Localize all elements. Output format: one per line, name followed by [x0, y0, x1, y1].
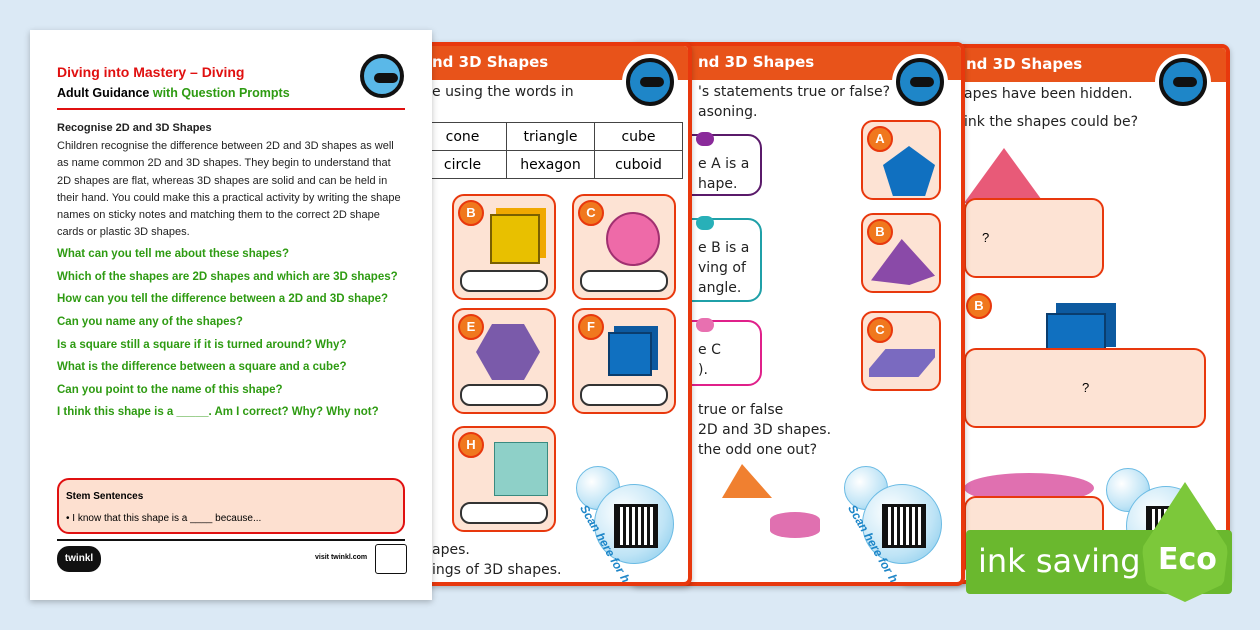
card-label: C	[867, 317, 893, 343]
answer-box[interactable]	[460, 384, 548, 406]
hidden-shape-card: ?	[964, 198, 1104, 278]
word-cell: cuboid	[594, 150, 683, 179]
word-cell: triangle	[506, 122, 595, 151]
prompt: Is a square still a square if it is turn…	[57, 339, 347, 351]
eco-badge-text: Eco	[1158, 542, 1217, 577]
question-line: ings of 3D shapes.	[432, 562, 562, 578]
speaker-dot	[696, 318, 714, 332]
header-title: nd 3D Shapes	[966, 55, 1083, 73]
stem-title: Stem Sentences	[66, 491, 144, 502]
cylinder-icon	[770, 512, 820, 538]
prompt: What can you tell me about these shapes?	[57, 248, 289, 260]
word-cell: hexagon	[506, 150, 595, 179]
header-title: nd 3D Shapes	[432, 53, 549, 71]
card-label: F	[578, 314, 604, 340]
statement-text: e A is a	[698, 156, 750, 172]
pyramid-icon	[871, 239, 935, 285]
question-mark: ?	[1082, 380, 1090, 395]
prompt: Can you point to the name of this shape?	[57, 384, 283, 396]
adult-guidance-sheet: Diving into Mastery – Diving Adult Guida…	[30, 30, 432, 600]
card-label: B	[458, 200, 484, 226]
shape-card-c: C	[572, 194, 676, 300]
submarine-badge-icon	[896, 58, 944, 106]
shape-card-a: A	[861, 120, 941, 200]
hidden-shape-card: ?	[964, 348, 1206, 428]
prompt: Can you name any of the shapes?	[57, 316, 243, 328]
submarine-badge-icon	[626, 58, 674, 106]
question-line: 's statements true or false?	[698, 84, 891, 100]
twinkl-logo: twinkl	[57, 546, 101, 572]
subtitle-part: Adult Guidance	[57, 86, 150, 100]
triangle-shape-icon	[964, 148, 1044, 203]
qr-code-icon[interactable]	[614, 504, 658, 548]
flat-prism-icon	[869, 349, 935, 377]
question-line: e using the words in	[432, 84, 574, 100]
card-label: H	[458, 432, 484, 458]
shape-card-b: B	[861, 213, 941, 293]
question-line: the odd one out?	[698, 442, 818, 458]
question-line: asoning.	[698, 104, 758, 120]
word-cell: cube	[594, 122, 683, 151]
pentagon-icon	[883, 146, 935, 196]
ink-saving-text: ink saving	[978, 542, 1141, 580]
guidance-title: Diving into Mastery – Diving	[57, 64, 245, 80]
cube-icon	[608, 332, 652, 376]
guidance-subtitle: Adult Guidance with Question Prompts	[57, 86, 290, 100]
approved-stamp-icon	[375, 544, 407, 574]
answer-box[interactable]	[460, 502, 548, 524]
statement-text: angle.	[698, 280, 742, 296]
question-mark: ?	[982, 230, 990, 245]
question-line: ink the shapes could be?	[964, 114, 1139, 130]
guidance-body: Children recognise the difference betwee…	[57, 140, 401, 239]
card-label: E	[458, 314, 484, 340]
card-label: C	[578, 200, 604, 226]
footer-link[interactable]: visit twinkl.com	[315, 554, 368, 561]
statement-text: e C	[698, 342, 721, 358]
answer-box[interactable]	[580, 270, 668, 292]
subtitle-part: with Question Prompts	[152, 86, 290, 100]
label-b: B	[966, 293, 992, 319]
circle-icon	[606, 212, 660, 266]
submarine-badge-icon	[360, 54, 404, 98]
qr-code-icon[interactable]	[882, 504, 926, 548]
speaker-dot	[696, 132, 714, 146]
title-divider	[57, 108, 405, 110]
square-icon	[494, 442, 548, 496]
stem-item: • I know that this shape is a ____ becau…	[66, 513, 262, 524]
stem-text: I know that this shape is a ____ because…	[72, 513, 262, 524]
card-label: B	[867, 219, 893, 245]
statement-text: hape.	[698, 176, 738, 192]
cube-icon	[490, 214, 540, 264]
shape-card-b: B	[452, 194, 556, 300]
word-cell: circle	[418, 150, 507, 179]
statement-text: ).	[698, 362, 708, 378]
shape-card-c: C	[861, 311, 941, 391]
hexagon-icon	[476, 324, 540, 380]
statement-text: ving of	[698, 260, 746, 276]
answer-box[interactable]	[580, 384, 668, 406]
footer-divider	[57, 539, 405, 541]
submarine-badge-icon	[1159, 58, 1207, 106]
question-line: true or false	[698, 402, 784, 418]
triangle-icon	[722, 464, 772, 498]
section-title: Recognise 2D and 3D Shapes	[57, 122, 212, 134]
question-line: apes.	[432, 542, 470, 558]
question-line: 2D and 3D shapes.	[698, 422, 832, 438]
shape-card-e: E	[452, 308, 556, 414]
question-line: apes have been hidden.	[964, 86, 1133, 102]
speaker-dot	[696, 216, 714, 230]
prompt: How can you tell the difference between …	[57, 293, 389, 305]
shape-card-h: H	[452, 426, 556, 532]
prompt: Which of the shapes are 2D shapes and wh…	[57, 271, 398, 283]
prompt: What is the difference between a square …	[57, 361, 347, 373]
shape-card-f: F	[572, 308, 676, 414]
prompt: I think this shape is a _____. Am I corr…	[57, 406, 379, 418]
answer-box[interactable]	[460, 270, 548, 292]
header-title: nd 3D Shapes	[698, 53, 815, 71]
statement-text: e B is a	[698, 240, 750, 256]
stem-sentences-box: Stem Sentences • I know that this shape …	[57, 478, 405, 534]
card-label: A	[867, 126, 893, 152]
